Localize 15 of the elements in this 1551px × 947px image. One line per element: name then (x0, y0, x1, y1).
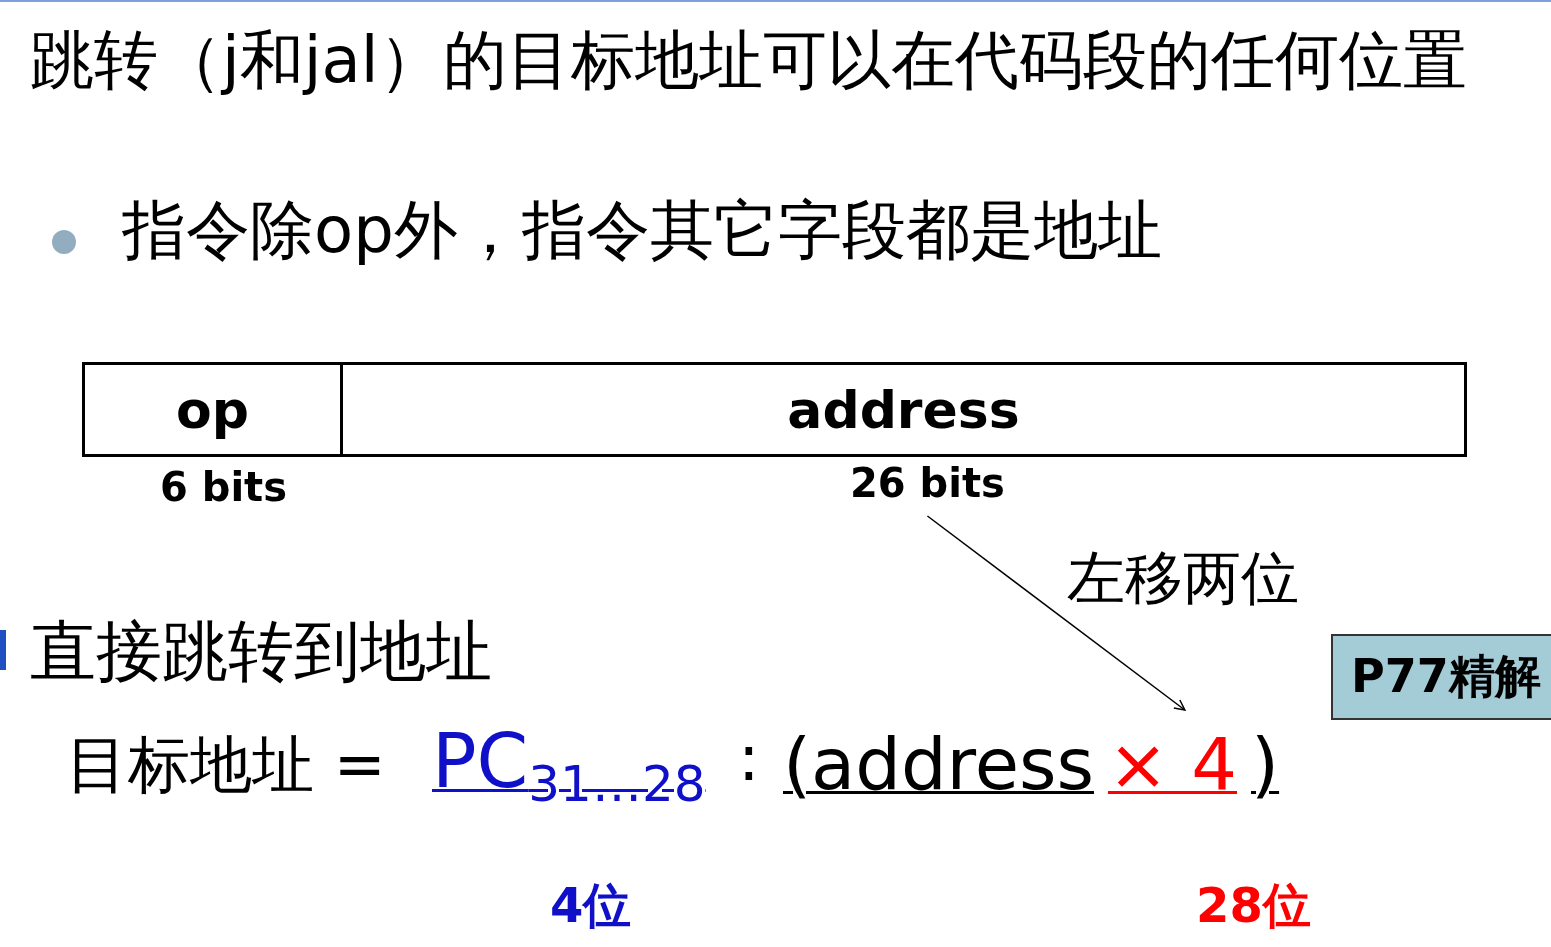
bit-width-label: 6 bits (160, 463, 288, 512)
formula-term: PC$_{31…28}$ (432, 716, 706, 829)
heading: 直接跳转到地址 (30, 612, 492, 692)
note-box: P77精解 (1331, 634, 1551, 720)
bit-count-label: 4位 (550, 876, 632, 935)
formula-term: (address × 4 ) (783, 722, 1280, 807)
bit-width-label: 26 bits (850, 458, 1005, 508)
arrow (926, 515, 1186, 711)
title: 跳转（j和jal）的目标地址可以在代码段的任何位置 (30, 22, 1468, 98)
formula-text: : (738, 720, 760, 797)
field-cell: op (82, 362, 343, 457)
field-cell: address (340, 362, 1467, 457)
formula-text: 目标地址 = (66, 727, 386, 803)
bit-count-label: 28位 (1196, 876, 1311, 935)
bullet-text: 指令除op外，指令其它字段都是地址 (122, 192, 1162, 269)
